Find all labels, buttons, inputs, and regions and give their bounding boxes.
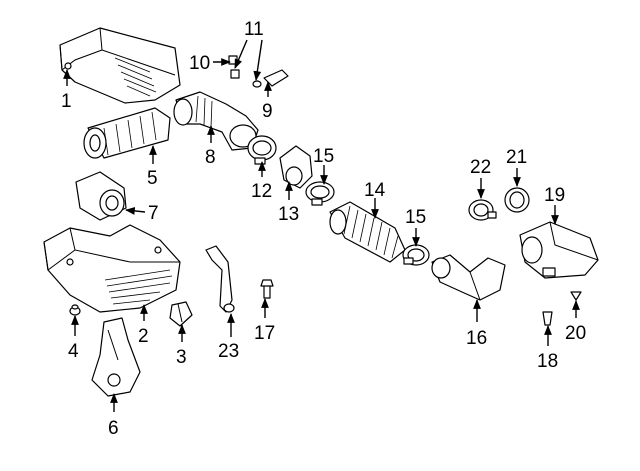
callout-18: 18	[537, 351, 558, 372]
callout-1: 1	[61, 91, 72, 112]
mass-air-sensor	[75, 171, 127, 221]
callout-16: 16	[466, 328, 487, 349]
grommet	[69, 304, 81, 316]
callout-17: 17	[254, 323, 275, 344]
hose-clamp	[402, 244, 430, 266]
intake-duct	[173, 91, 259, 151]
air-cleaner-lid	[59, 27, 181, 104]
callout-8: 8	[205, 147, 216, 168]
hose-clamp	[305, 181, 335, 206]
support-bracket	[91, 317, 141, 397]
resonator	[519, 221, 599, 279]
callout-20: 20	[565, 323, 586, 344]
callout-4: 4	[68, 341, 79, 362]
callout-21: 21	[506, 147, 527, 168]
outlet-duct	[431, 254, 506, 301]
air-cleaner-housing	[43, 224, 181, 313]
callout-9: 9	[262, 101, 273, 122]
bolt	[260, 279, 274, 299]
coupling	[504, 187, 530, 213]
callout-2: 2	[138, 326, 149, 347]
air-filter-element	[83, 107, 171, 159]
hose-clamp	[247, 135, 277, 165]
retaining-pin	[542, 311, 553, 326]
callout-23: 23	[218, 341, 239, 362]
callout-3: 3	[176, 347, 187, 368]
callout-6: 6	[108, 418, 119, 439]
callout-5: 5	[147, 168, 158, 189]
callout-7: 7	[148, 203, 159, 224]
callout-22: 22	[470, 157, 491, 178]
mounting-bracket	[169, 301, 193, 327]
callout-11: 11	[244, 19, 264, 40]
resonator-adapter	[279, 145, 313, 189]
callout-13: 13	[278, 204, 299, 225]
callout-15-lower: 15	[405, 207, 426, 228]
callout-15-upper: 15	[313, 146, 334, 167]
callout-12: 12	[251, 181, 272, 202]
callout-14: 14	[364, 180, 386, 201]
hose-clamp	[468, 199, 497, 221]
callout-10: 10	[189, 53, 210, 74]
corrugated-hose	[329, 201, 406, 263]
push-clip	[570, 291, 582, 301]
drain-hose	[205, 245, 235, 313]
callout-19: 19	[544, 185, 565, 206]
leader-lines	[63, 39, 580, 412]
callout-numbers: 1 2 3 4 5 6 7 8 9 10 11 12 13 14 15 15 1…	[61, 19, 586, 439]
